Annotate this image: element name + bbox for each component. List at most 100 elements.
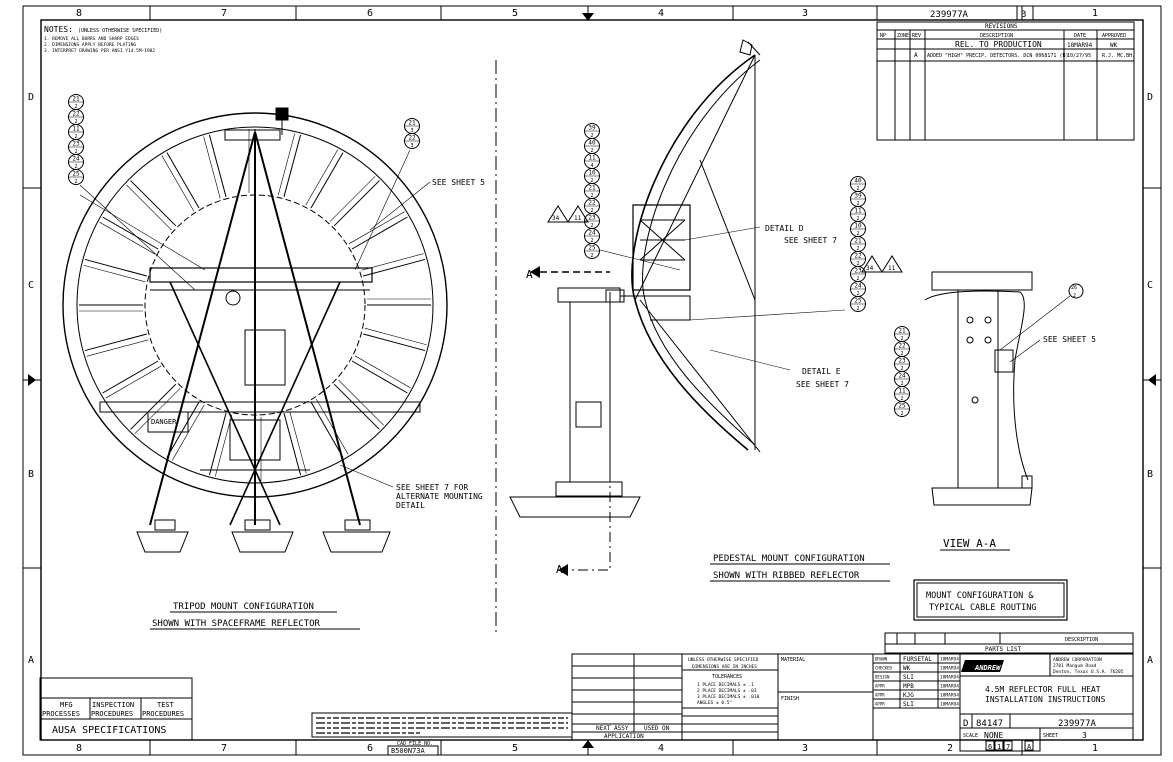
dwg-number-top: 239977A [930,10,969,20]
zone-top-4: 4 [658,8,664,19]
rev-hdr-rev: REV [912,33,921,39]
zone-bottom-5: 5 [512,743,518,754]
part-balloon-qty: 2 [74,134,77,140]
zone-labels: 8 7 6 5 4 3 1 8 7 6 5 4 3 2 1 D C B A D … [28,8,1153,754]
reflector-rib [86,339,149,357]
part-balloon-number: 22 [898,343,906,350]
approval-role: DRAWN [875,657,888,662]
triangle-11-right: 11 [888,265,896,272]
note-1: 1. REMOVE ALL BURRS AND SHARP EDGES [44,36,139,42]
reflector-rib [161,155,195,212]
notes-qualifier: (UNLESS OTHERWISE SPECIFIED) [78,28,162,34]
reflector-rib [102,360,159,394]
parts-list-title: PARTS LIST [985,646,1022,653]
rev-row2-desc: ADDED "HIGH" PRECIP. DETECTORS. DCN 0068… [927,53,1068,59]
part-balloon-qty: 2 [590,133,593,139]
rev-row1-desc: REL. TO PRODUCTION [955,40,1042,49]
rev-letter: A [1027,743,1032,751]
notes-title: NOTES: [44,25,73,34]
next-assy-label: NEXT ASSY [596,725,629,732]
tol-title: TOLERANCES [712,674,742,680]
reflector-rib [351,360,408,394]
part-balloon-number: 21 [588,185,596,192]
reflector-rib [203,136,221,199]
view-aa-leader [999,295,1071,351]
reflector-rib [305,149,339,206]
application-label: APPLICATION [604,733,644,740]
part-balloon-qty: 3 [410,143,413,149]
inspection-label-2: PROCEDURES [91,710,133,718]
drawing-title-1: 4.5M REFLECTOR FULL HEAT [985,685,1101,694]
approval-name: SLI [903,701,914,708]
part-balloon-qty: 2 [74,149,77,155]
part-balloon-qty: 2 [900,351,903,357]
svg-text:26: 26 [1071,285,1077,291]
reflector-rib [130,180,177,227]
svg-text:6: 6 [988,743,992,751]
note-3: 3. INTERPRET DRAWING PER ANSI Y14.5M-198… [44,48,155,54]
rev-hdr-appr: APPROVED [1102,33,1126,39]
part-balloon-qty: 4 [590,163,593,169]
part-balloon-qty: 2 [74,164,77,170]
reflector-rib [333,383,380,430]
part-balloon-number: 22 [854,253,862,260]
part-balloon-qty: 2 [900,381,903,387]
approval-role: APPR [875,684,885,689]
reflector-rib [84,333,147,352]
rev-hdr-desc: DESCRIPTION [980,33,1013,39]
part-balloon-number: 25 [898,403,906,410]
scale-sheet-box: SCALE NONE SHEET 3 [959,727,1134,741]
inspection-label-1: INSPECTION [92,701,134,709]
reflector-rib [166,401,200,458]
part-balloon-qty: 2 [856,186,859,192]
approval-name: WK [903,665,911,672]
part-balloon-number: 11 [72,126,80,133]
scale-value: NONE [984,731,1003,740]
zone-top-3: 3 [802,8,808,19]
tol-head: UNLESS OTHERWISE SPECIFIED [688,657,759,663]
reflector-rib [363,333,426,352]
test-label-2: PROCEDURES [142,710,184,718]
section-label-top: A [526,268,533,281]
reflector-rib [329,176,376,222]
part-balloon-number: 11 [588,155,596,162]
part-balloon-number: 24 [854,283,862,290]
section-label-bottom: A [556,563,563,576]
zone-right-a: A [1147,655,1153,666]
part-balloon-number: 23 [72,141,80,148]
view-aa-leader-2 [1009,339,1041,363]
part-balloon-qty: 2 [856,201,859,207]
part-balloon-number: 24 [588,230,596,237]
balloon-view-aa-right: 26 2 [1068,283,1084,299]
triangle-callouts-pedestal: 34 11 34 11 [547,205,903,273]
approval-name: MPB [903,683,914,690]
zone-left-c: C [28,280,34,291]
company-addr-2: Denton, Texas U.S.A. 76205 [1053,669,1124,675]
part-balloon-number: 22 [408,135,416,142]
application-block: NEXT ASSY USED ON APPLICATION [571,653,683,741]
part-balloon-qty: 2 [856,276,859,282]
tripod-ribs [79,129,431,481]
rev-row1-date: 18MAR94 [1067,42,1093,49]
detail-d-sheet: SEE SHEET 7 [784,236,837,245]
pedestal-leaders [599,226,846,371]
dwg-number: 239977A [1058,719,1097,729]
note-2: 2. DIMENSIONS APPLY BEFORE PLATING [44,42,136,48]
part-balloon-qty: 2 [590,253,593,259]
approval-name: FURSETAL [903,656,932,663]
part-balloon-number: 11 [854,208,862,215]
outer-border [22,5,1162,756]
part-balloon-qty: 2 [856,216,859,222]
part-balloon-number: 24 [72,156,80,163]
reflector-rib [315,398,349,455]
part-balloon-number: 23 [854,268,862,275]
part-balloon-qty: 2 [590,178,593,184]
proprietary-note [311,712,573,738]
section-arrow-top [530,266,540,278]
size-code-box: D 84147 239977A [959,713,1134,729]
zone-right-d: D [1147,92,1153,103]
cad-file-number: B500N73A [391,747,426,755]
material-label: MATERIAL [781,657,805,663]
approval-date: 18MAR94 [940,657,959,663]
zone-top-1: 1 [1092,8,1098,19]
